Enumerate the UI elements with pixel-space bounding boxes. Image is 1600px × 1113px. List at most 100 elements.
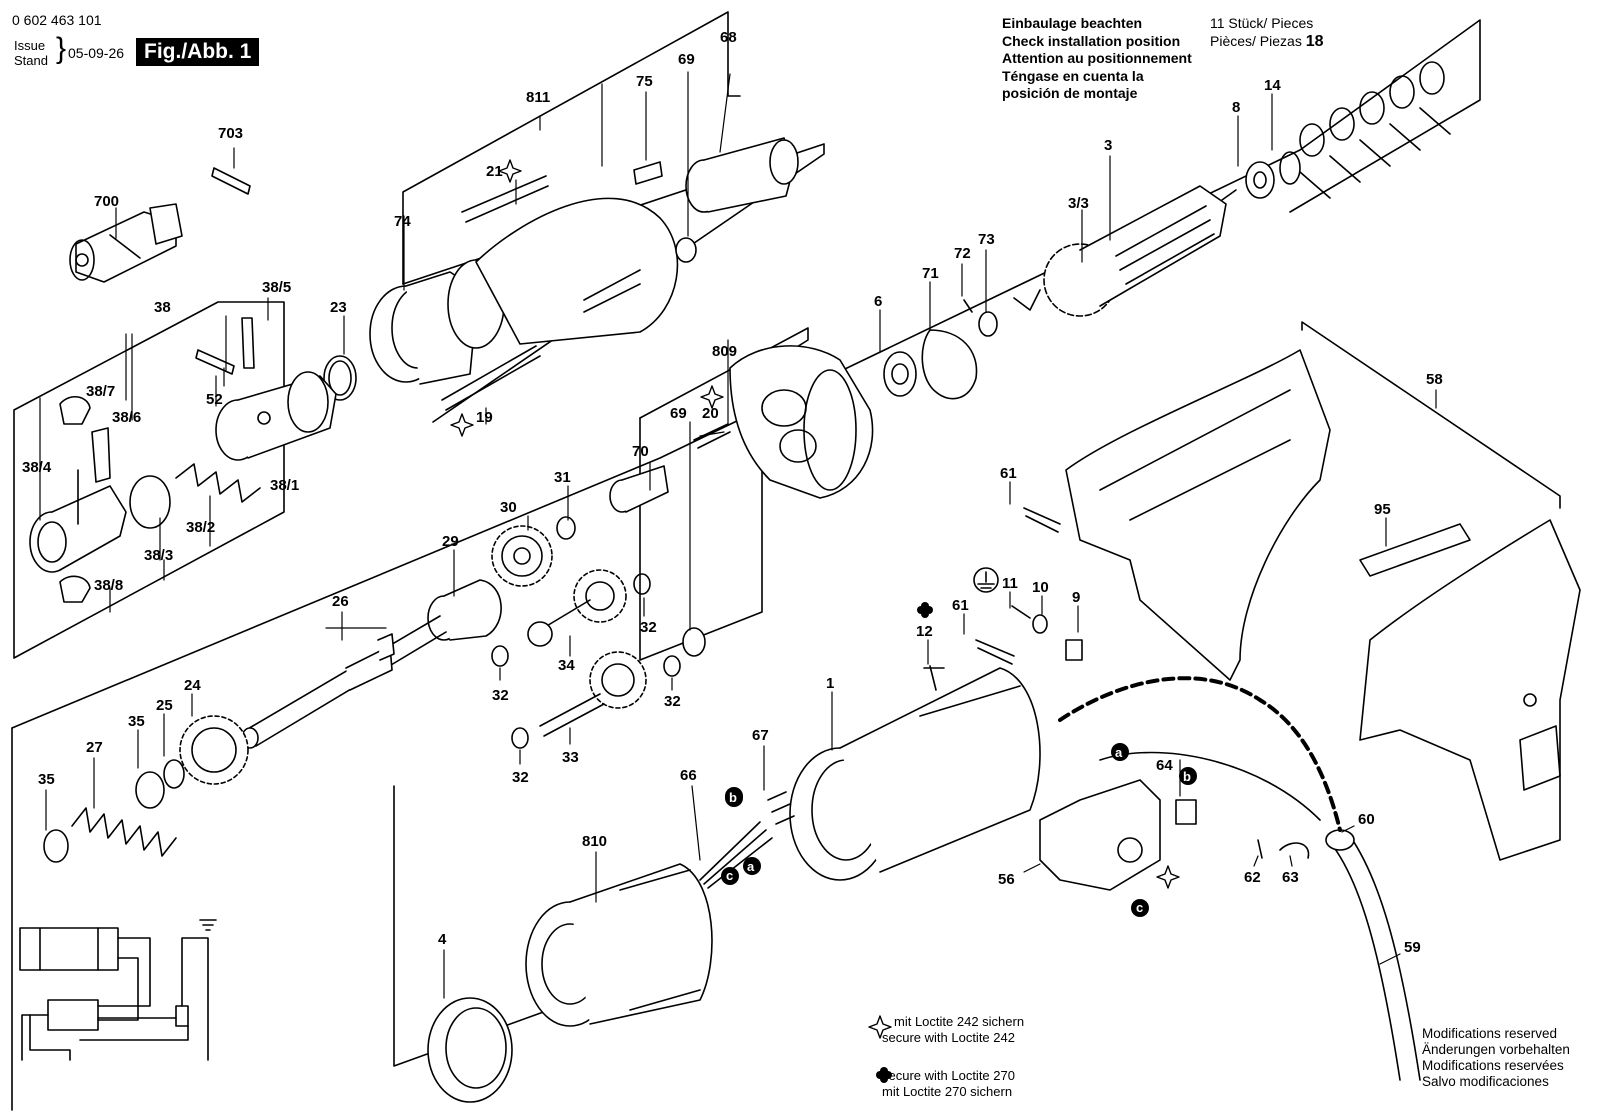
lbl-33: 33 (562, 749, 579, 766)
m-b2: b (1183, 769, 1191, 784)
lbl-75: 75 (636, 73, 653, 90)
figure-title: Fig./Abb. 1 (136, 38, 260, 66)
modifications-note: Modifications reserved Änderungen vorbeh… (1422, 1026, 1570, 1090)
chuck-adapter-700 (69, 203, 183, 283)
gear-24 (179, 715, 249, 785)
lbl-35b: 35 (38, 771, 55, 788)
issue-label: Issue (14, 38, 46, 53)
lbl-32a: 32 (640, 619, 657, 636)
washer-10 (1032, 614, 1048, 634)
lbl-32b: 32 (492, 687, 509, 704)
pieces-line-2-text: Pièces/ Piezas (1210, 32, 1302, 49)
screw-21 (461, 175, 549, 223)
leader-lines (39, 71, 1437, 999)
lbl-74: 74 (394, 213, 411, 230)
lbl-8: 8 (1232, 99, 1240, 116)
screw-20 (693, 423, 731, 449)
lbl-811: 811 (526, 89, 550, 106)
lbl-809: 809 (712, 343, 737, 360)
lbl-67: 67 (752, 727, 769, 744)
mods-de: Änderungen vorbehalten (1422, 1042, 1570, 1057)
stator-810 (525, 863, 713, 1027)
circuit-schematic (19, 919, 217, 1061)
parts-18 (1299, 61, 1451, 199)
terminal-64 (1175, 799, 1197, 825)
oring-23 (323, 355, 357, 401)
cable-59 (1325, 829, 1421, 1081)
wires-66 (699, 821, 773, 889)
m-a3: a (1115, 745, 1123, 760)
lbl-703: 703 (218, 125, 243, 142)
install-line-es1: Téngase en cuenta la (1002, 67, 1144, 84)
lbl-10: 10 (1032, 579, 1049, 596)
lbl-70: 70 (632, 443, 649, 460)
group-frame-spindle-top (11, 19, 1481, 729)
lbl-73: 73 (978, 231, 995, 248)
gear-33 (539, 651, 647, 737)
issue-stand-label: Issue Stand (14, 38, 48, 68)
lbl-38-4: 38/4 (22, 459, 52, 476)
lbl-38-2: 38/2 (186, 519, 215, 536)
lbl-20: 20 (702, 405, 719, 422)
m-c1: c (726, 868, 733, 883)
lbl-38-3: 38/3 (144, 547, 173, 564)
ring-35a (135, 771, 165, 809)
lbl-71: 71 (922, 265, 939, 282)
lbl-25: 25 (156, 697, 173, 714)
dowel-75 (633, 161, 663, 185)
screw-11 (1011, 605, 1031, 619)
lbl-35a: 35 (128, 713, 145, 730)
installation-note: Einbaulage beachten Check installation p… (1002, 15, 1192, 103)
issue-brace: } (56, 32, 67, 65)
install-line-de: Einbaulage beachten (1002, 15, 1143, 31)
terminal-9 (1065, 639, 1083, 661)
lbl-38-5: 38/5 (262, 279, 291, 296)
m-b1: b (729, 790, 737, 805)
wire-markers: a b c a b c a (721, 743, 1197, 917)
armature-3 (1013, 185, 1237, 317)
lbl-63: 63 (1282, 869, 1299, 886)
lbl-60: 60 (1358, 811, 1375, 828)
lbl-38-7: 38/7 (86, 383, 115, 400)
lbl-34: 34 (558, 657, 575, 674)
lbl-12: 12 (916, 623, 933, 640)
legend-242-de: mit Loctite 242 sichern (894, 1014, 1025, 1029)
lbl-95: 95 (1374, 501, 1391, 518)
washer-32b (491, 645, 509, 667)
lbl-38-8: 38/8 (94, 577, 123, 594)
screw-72 (963, 299, 973, 313)
ground-icon (973, 567, 999, 593)
wire-harness (1058, 676, 1342, 832)
lbl-32c: 32 (664, 693, 681, 710)
mods-es: Salvo modificaciones (1422, 1074, 1549, 1089)
lbl-31: 31 (554, 469, 571, 486)
lbl-11: 11 (1002, 575, 1018, 592)
bearing-flange-809 (729, 345, 874, 499)
lbl-72: 72 (954, 245, 971, 262)
legend-loctite-270: secure with Loctite 270 mit Loctite 270 … (862, 1068, 1015, 1100)
switch-56 (1039, 779, 1161, 891)
lbl-6: 6 (874, 293, 882, 310)
pin-703 (211, 167, 251, 195)
lbl-38-1: 38/1 (270, 477, 299, 494)
lbl-68: 68 (720, 29, 737, 46)
mods-fr: Modifications reservées (1422, 1058, 1564, 1073)
bearing-6 (883, 351, 917, 397)
lbl-58: 58 (1426, 371, 1443, 388)
screw-61a (1023, 507, 1061, 533)
clamp-63 (1279, 842, 1310, 859)
legend-270-en: secure with Loctite 270 (882, 1068, 1015, 1083)
lbl-38: 38 (154, 299, 171, 316)
lbl-23: 23 (330, 299, 347, 316)
lbl-3-3: 3/3 (1068, 195, 1089, 212)
legend-loctite-242: mit Loctite 242 sichern secure with Loct… (862, 1014, 1024, 1046)
lbl-69a: 69 (678, 51, 695, 68)
screw-61b (975, 639, 1015, 665)
lbl-1: 1 (826, 675, 834, 692)
spindle-26 (241, 615, 447, 749)
gear-housing-74 (369, 197, 679, 385)
issue-date: 05-09-26 (68, 45, 125, 61)
ring-69-lower (682, 627, 706, 657)
install-line-fr: Attention au positionnement (1002, 50, 1192, 66)
